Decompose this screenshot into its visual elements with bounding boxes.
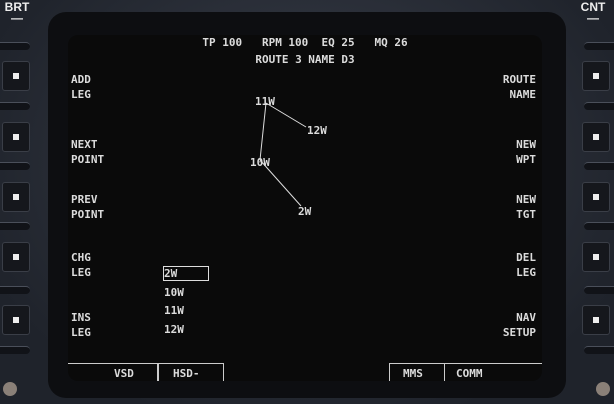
option-line: LEG [71, 266, 91, 279]
option-line: ADD [71, 73, 91, 86]
leg-list-item[interactable]: 10W [164, 286, 184, 299]
option-line: PREV [71, 193, 98, 206]
waypoint-10w[interactable]: 10W [250, 156, 270, 169]
option-line: TGT [516, 208, 536, 221]
route-map [259, 102, 307, 207]
waypoint-2w[interactable]: 2W [298, 205, 312, 218]
prev-point-option[interactable]: PREV POINT [71, 192, 104, 222]
option-line: WPT [516, 153, 536, 166]
route-name-option[interactable]: ROUTE NAME [503, 72, 536, 102]
separator [584, 162, 614, 170]
route-leg-line [265, 102, 307, 128]
separator [0, 42, 30, 50]
option-line: NEW [516, 138, 536, 151]
tab-hsd[interactable]: HSD- [158, 363, 224, 381]
new-wpt-option[interactable]: NEW WPT [516, 137, 536, 167]
option-line: POINT [71, 153, 105, 166]
separator [584, 286, 614, 294]
right-softkey-4[interactable] [582, 242, 610, 272]
screw [596, 382, 610, 396]
waypoint-12w[interactable]: 12W [307, 124, 327, 137]
route-leg-line [259, 159, 302, 207]
separator [0, 346, 30, 354]
new-tgt-option[interactable]: NEW TGT [516, 192, 536, 222]
option-line: LEG [516, 266, 536, 279]
separator [0, 162, 30, 170]
separator [584, 42, 614, 50]
option-line: DEL [516, 251, 536, 264]
right-softkey-2[interactable] [582, 122, 610, 152]
leg-list-item[interactable]: 11W [164, 304, 184, 317]
option-line: SETUP [502, 326, 536, 339]
route-leg-line [259, 102, 267, 161]
left-softkey-4[interactable] [2, 242, 30, 272]
right-softkey-5[interactable] [582, 305, 610, 335]
chg-leg-option[interactable]: CHG LEG [71, 250, 91, 280]
left-softkey-5[interactable] [2, 305, 30, 335]
ins-leg-option[interactable]: INS LEG [71, 310, 91, 340]
screw [3, 382, 17, 396]
contrast-label[interactable]: CNT [580, 0, 606, 14]
option-line: LEG [71, 326, 91, 339]
tab-label: VSD [114, 367, 134, 380]
nav-setup-option[interactable]: NAV SETUP [503, 310, 536, 340]
separator [584, 102, 614, 110]
left-softkey-3[interactable] [2, 182, 30, 212]
waypoint-11w[interactable]: 11W [255, 95, 275, 108]
del-leg-option[interactable]: DEL LEG [516, 250, 536, 280]
next-point-option[interactable]: NEXT POINT [71, 137, 104, 167]
option-line: CHG [71, 251, 91, 264]
route-title: ROUTE 3 NAME D3 [255, 53, 355, 66]
tab-vsd[interactable]: VSD [68, 363, 158, 381]
tab-label: MMS [403, 367, 423, 380]
add-leg-option[interactable]: ADD LEG [71, 72, 91, 102]
leg-list-item-selected[interactable]: 2W [163, 266, 209, 281]
right-softkey-3[interactable] [582, 182, 610, 212]
option-line: NAME [509, 88, 537, 101]
tab-comm[interactable]: COMM [444, 363, 542, 381]
brightness-rocker[interactable]: — [11, 11, 23, 25]
separator [0, 102, 30, 110]
tab-mms[interactable]: MMS [389, 363, 445, 381]
engine-status: TP 100 RPM 100 EQ 25 MQ 26 [202, 36, 408, 49]
separator [0, 286, 30, 294]
mfd-screen: TP 100 RPM 100 EQ 25 MQ 26 ROUTE 3 NAME … [68, 35, 542, 381]
tab-label: HSD- [173, 367, 200, 380]
brightness-label[interactable]: BRT [4, 0, 30, 14]
option-line: LEG [71, 88, 91, 101]
left-softkey-2[interactable] [2, 122, 30, 152]
option-line: NEW [516, 193, 536, 206]
option-line: ROUTE [502, 73, 536, 86]
left-softkey-1[interactable] [2, 61, 30, 91]
separator [0, 222, 30, 230]
option-line: NAV [516, 311, 536, 324]
tab-label: COMM [456, 367, 483, 380]
separator [584, 346, 614, 354]
leg-list-item[interactable]: 12W [164, 323, 184, 336]
option-line: NEXT [71, 138, 98, 151]
option-line: INS [71, 311, 91, 324]
contrast-rocker[interactable]: — [587, 11, 599, 25]
option-line: POINT [71, 208, 105, 221]
right-softkey-1[interactable] [582, 61, 610, 91]
separator [584, 222, 614, 230]
